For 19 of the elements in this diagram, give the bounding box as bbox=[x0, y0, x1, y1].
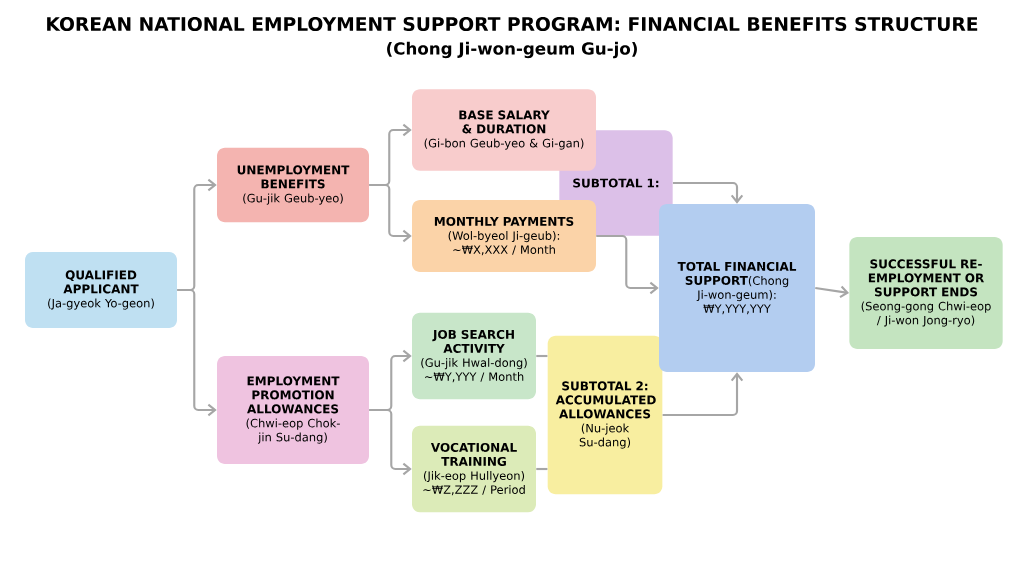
arrow bbox=[672, 181, 744, 204]
arrow bbox=[596, 234, 659, 295]
subtotal-box: SUBTOTAL 2: ACCUMULATED ALLOWANCES (Nu-jeok Su-dang) bbox=[547, 335, 663, 495]
process-box: VOCATIONAL TRAINING (Jik-eop Hullyeon) ~₩Z,ZZZ / Period bbox=[412, 425, 536, 513]
process-box: JOB SEARCH ACTIVITY (Gu-jik Hwal-dong) ~₩Y,YYY / Month bbox=[412, 312, 536, 400]
arrow bbox=[369, 408, 412, 476]
process-box: BASE SALARY & DURATION (Gi-bon Geub-yeo & Gi-gan) bbox=[412, 89, 596, 171]
arrow bbox=[369, 183, 412, 243]
process-box: EMPLOYMENT PROMOTION ALLOWANCES (Chwi-eop Chok-jin Su-dang) bbox=[217, 356, 369, 464]
process-box: SUCCESSFUL RE-EMPLOYMENT OR SUPPORT ENDS (Seong-gong Chwi-eop / Ji-won Jong-ryo) bbox=[849, 237, 1003, 349]
process-box: QUALIFIED APPLICANT (Ja-gyeok Yo-geon) bbox=[25, 252, 177, 328]
arrow bbox=[662, 372, 744, 417]
arrow bbox=[815, 285, 850, 298]
title: KOREAN NATIONAL EMPLOYMENT SUPPORT PROGRAM: FINANCIAL BENEFITS STRUCTURE bbox=[47, 16, 978, 32]
arrow bbox=[177, 288, 217, 417]
subtitle: (Chong Ji-won-geum Gu-jo) bbox=[387, 41, 637, 59]
process-box: UNEMPLOYMENT BENEFITS (Gu-jik Geub-yeo) bbox=[217, 147, 369, 223]
process-box: MONTHLY PAYMENTS (Wol-byeol Ji-geub): ~₩X,XXX / Month bbox=[412, 200, 596, 272]
process-box: TOTAL FINANCIAL SUPPORT(Chong Ji-won-geum): ₩Y,YYY,YYY bbox=[659, 204, 815, 372]
